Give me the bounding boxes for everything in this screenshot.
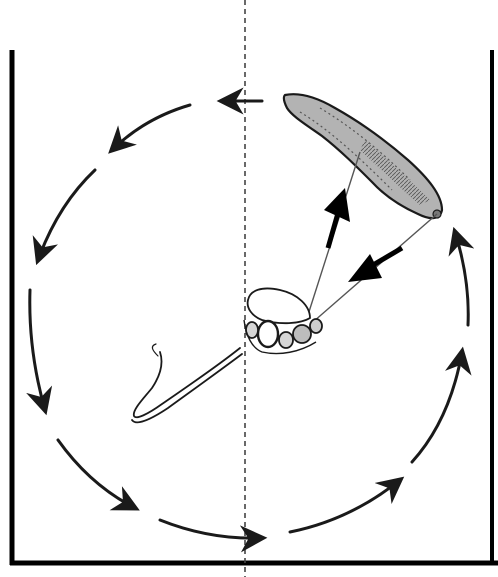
inbound-arrow <box>348 248 402 282</box>
arc-arrow-lower-left <box>58 440 135 508</box>
arc-arrow-upper-left <box>112 105 190 150</box>
arc-arrow-lower-right <box>290 480 400 532</box>
arc-arrow-right-upper <box>455 232 468 325</box>
arc-arrow-right <box>412 352 462 462</box>
base-structure <box>244 288 322 353</box>
arc-arrow-bottom <box>160 520 262 538</box>
tissue-clump <box>284 94 442 218</box>
tentacle-appendage <box>132 344 242 422</box>
arc-arrow-left-upper <box>38 170 95 260</box>
arc-arrow-left <box>30 290 45 410</box>
outbound-arrow <box>324 188 350 248</box>
